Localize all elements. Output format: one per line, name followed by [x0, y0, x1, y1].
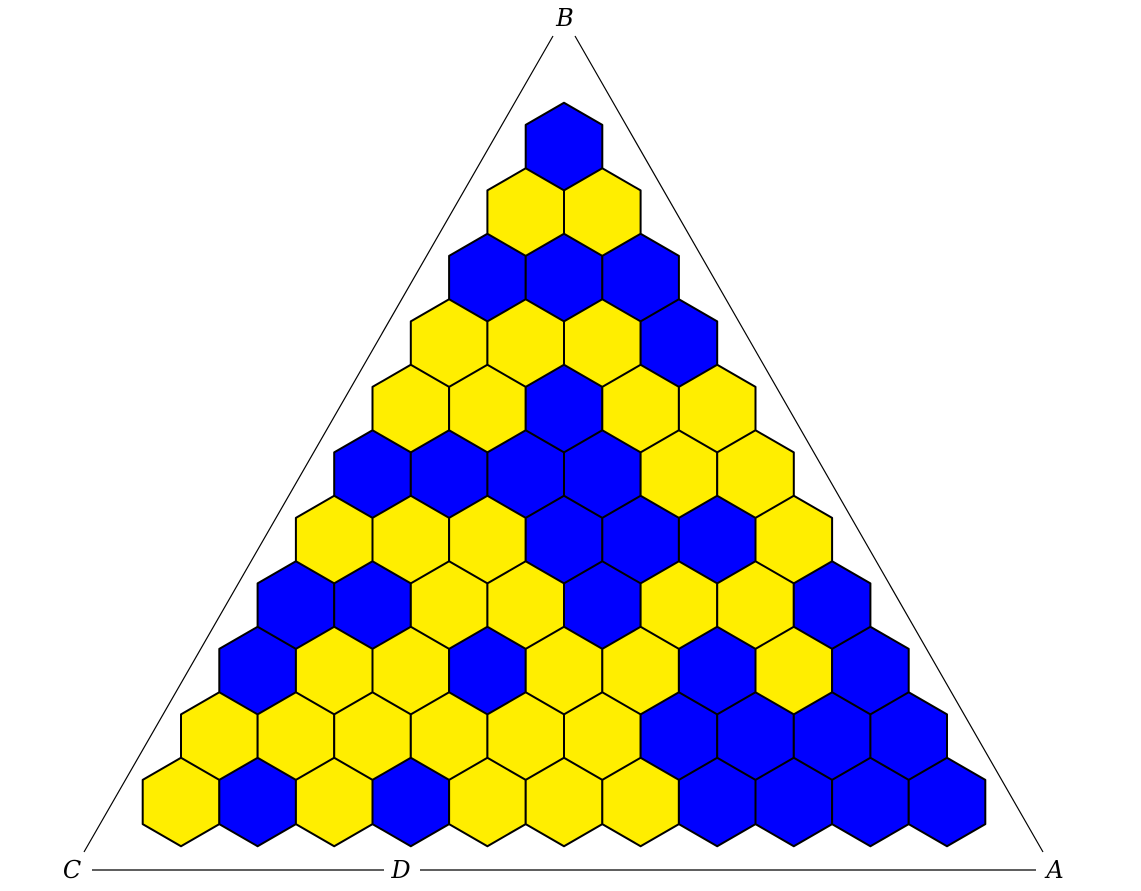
hex-grid [141, 101, 987, 848]
vertex-label-d: D [390, 856, 410, 884]
vertex-labels: B C D A [63, 4, 1064, 884]
vertex-label-a: A [1044, 856, 1063, 884]
hex-cell-blue-r11-c11 [907, 756, 987, 848]
edge-b-c [83, 35, 554, 853]
vertex-label-b: B [555, 4, 574, 32]
triangle-outline [83, 35, 1044, 871]
vertex-label-c: C [63, 856, 81, 884]
edge-b-a [574, 35, 1044, 853]
